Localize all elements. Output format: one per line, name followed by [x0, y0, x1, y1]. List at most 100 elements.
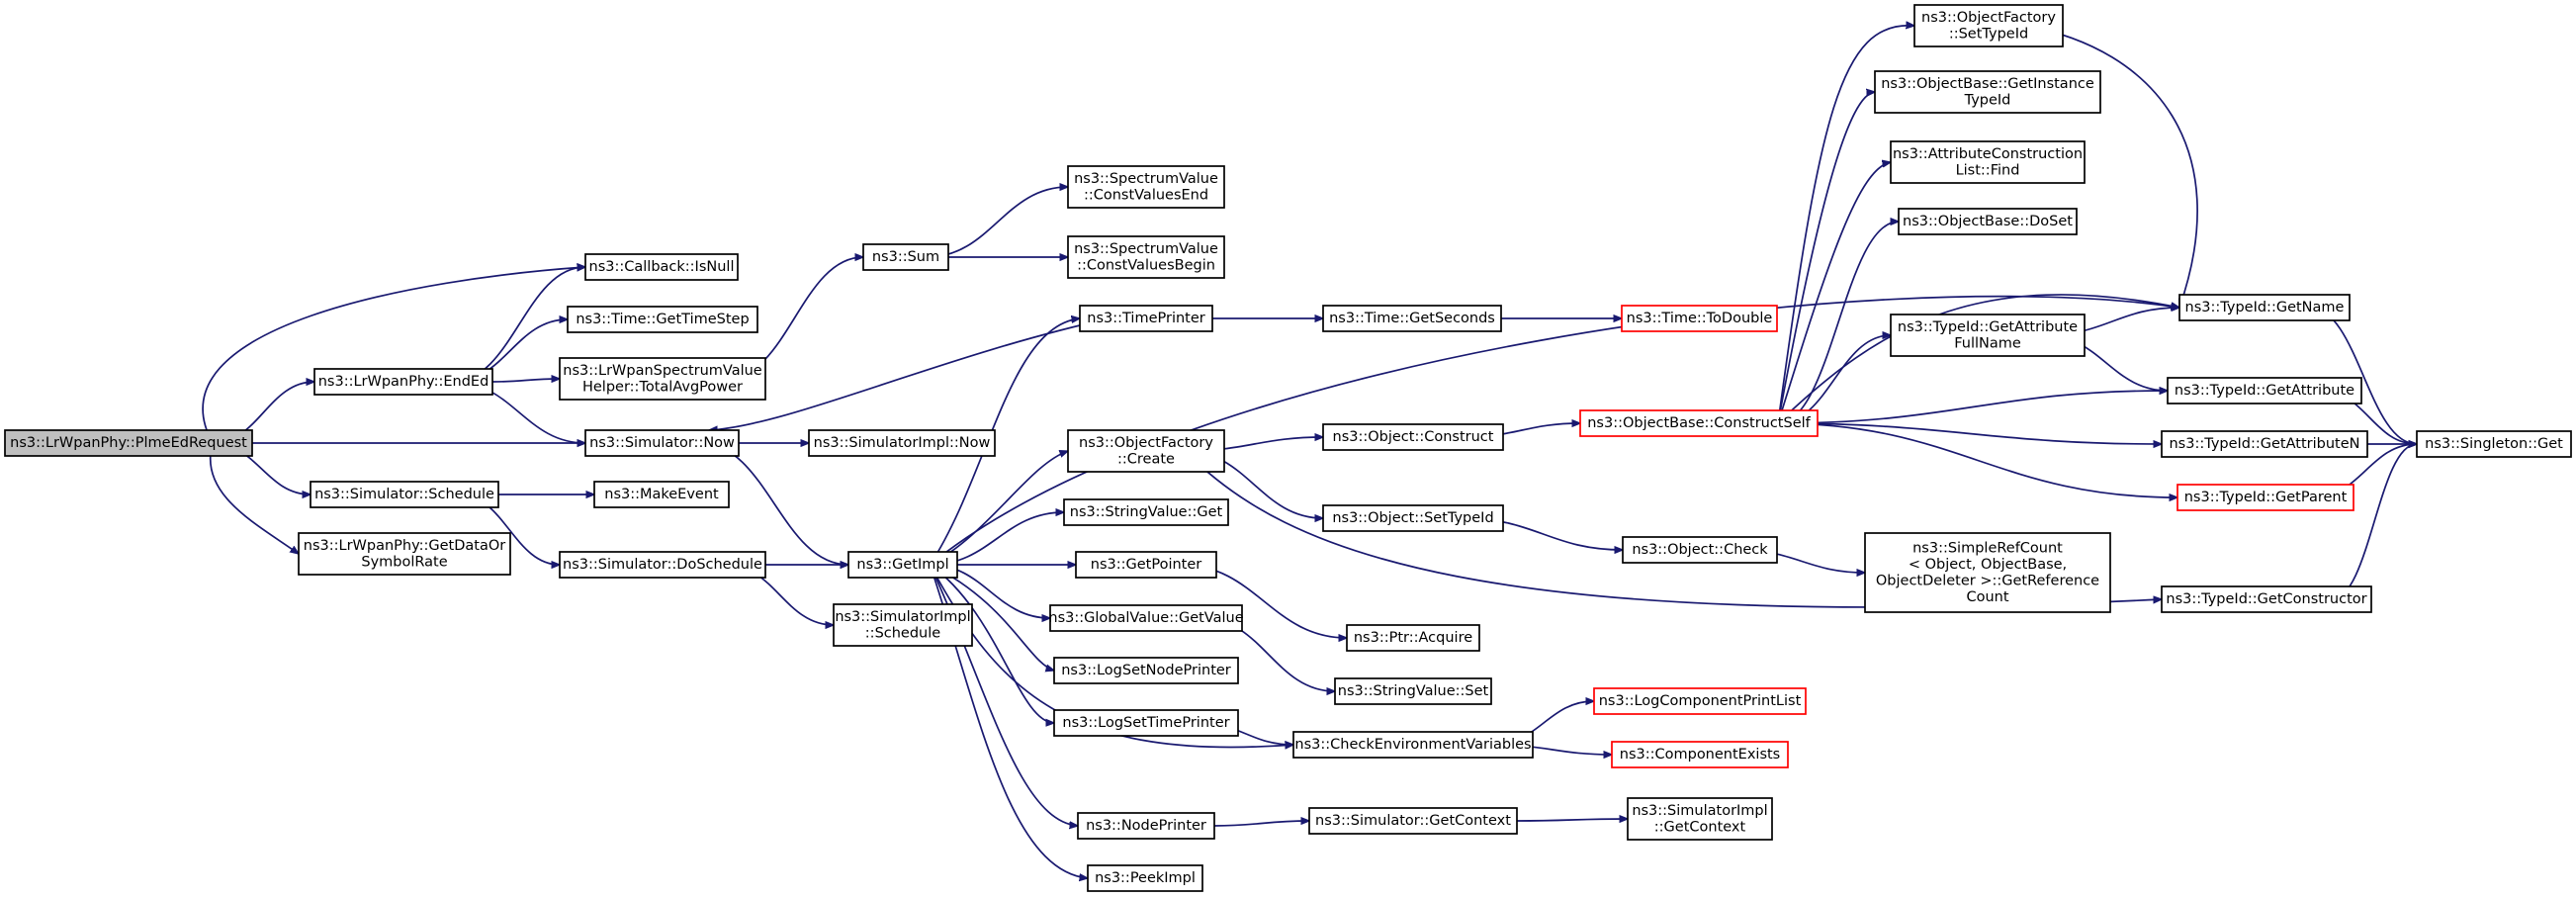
- edge-sim-getcontext-to-simimpl-getcontext: [1516, 819, 1628, 821]
- node-label: ns3::LogComponentPrintList: [1599, 693, 1802, 709]
- node-logsetnode[interactable]: ns3::LogSetNodePrinter: [1053, 657, 1239, 684]
- node-label: ns3::ObjectFactory: [1079, 435, 1213, 451]
- node-box: [2161, 585, 2372, 613]
- edge-tid-getname-to-singleton-get: [2309, 307, 2417, 444]
- node-of-create[interactable]: ns3::ObjectFactory::Create: [1067, 429, 1225, 473]
- node-label: ns3::MakeEvent: [604, 487, 719, 502]
- node-box: [1593, 687, 1807, 715]
- node-getpointer[interactable]: ns3::GetPointer: [1075, 551, 1217, 579]
- node-compexists[interactable]: ns3::ComponentExists: [1611, 741, 1789, 768]
- node-box: [310, 481, 499, 508]
- node-box: [1913, 4, 2064, 47]
- node-label: ns3::PeekImpl: [1095, 870, 1196, 886]
- node-sim-schedule[interactable]: ns3::Simulator::Schedule: [310, 481, 499, 508]
- node-simimpl-schedule[interactable]: ns3::SimulatorImpl::Schedule: [833, 603, 973, 647]
- node-label: ns3::GetPointer: [1091, 557, 1202, 573]
- node-label: ns3::StringValue::Get: [1070, 504, 1223, 520]
- node-label: FullName: [1954, 335, 2021, 351]
- edge-plme-to-getdata: [210, 442, 299, 554]
- node-box: [559, 357, 766, 401]
- node-box: [1579, 409, 1819, 437]
- node-simimpl-now[interactable]: ns3::SimulatorImpl::Now: [808, 429, 996, 457]
- node-callback-isnull[interactable]: ns3::Callback::IsNull: [584, 253, 739, 281]
- node-label: ns3::LrWpanPhy::PlmeEdRequest: [10, 435, 247, 451]
- node-tid-getctor[interactable]: ns3::TypeId::GetConstructor: [2161, 585, 2372, 613]
- node-box: [1077, 812, 1215, 840]
- node-label: ns3::Time::GetSeconds: [1329, 311, 1495, 326]
- node-label: ::Schedule: [865, 625, 940, 641]
- node-box: [1322, 305, 1502, 332]
- node-stringvalue-get[interactable]: ns3::StringValue::Get: [1063, 498, 1229, 526]
- node-sim-getcontext[interactable]: ns3::Simulator::GetContext: [1308, 807, 1518, 835]
- node-box: [298, 532, 511, 576]
- node-cve[interactable]: ns3::SpectrumValue::ConstValuesEnd: [1067, 165, 1225, 209]
- edge-getimpl-to-logsetnode: [930, 564, 1055, 671]
- node-todouble[interactable]: ns3::Time::ToDouble: [1621, 305, 1778, 332]
- node-makeevent[interactable]: ns3::MakeEvent: [593, 481, 730, 508]
- node-peekimpl[interactable]: ns3::PeekImpl: [1087, 864, 1203, 892]
- node-tid-getname[interactable]: ns3::TypeId::GetName: [2178, 294, 2351, 321]
- node-of-settypeid[interactable]: ns3::ObjectFactory::SetTypeId: [1913, 4, 2064, 47]
- node-box: [559, 551, 766, 579]
- node-cvb[interactable]: ns3::SpectrumValue::ConstValuesBegin: [1067, 235, 1225, 279]
- node-box: [1063, 498, 1229, 526]
- node-ptr-acquire[interactable]: ns3::Ptr::Acquire: [1346, 624, 1480, 652]
- node-sum[interactable]: ns3::Sum: [862, 243, 949, 271]
- node-timeprinter[interactable]: ns3::TimePrinter: [1079, 305, 1213, 332]
- node-box: [1874, 70, 2101, 114]
- node-obj-check[interactable]: ns3::Object::Check: [1622, 536, 1778, 564]
- edge-of-settypeid-to-tid-getname: [2025, 25, 2198, 308]
- node-tid-getparent[interactable]: ns3::TypeId::GetParent: [2176, 484, 2354, 511]
- node-sim-doschedule[interactable]: ns3::Simulator::DoSchedule: [559, 551, 766, 579]
- node-plme[interactable]: ns3::LrWpanPhy::PlmeEdRequest: [4, 429, 253, 457]
- node-label: ns3::ComponentExists: [1620, 747, 1781, 763]
- node-tid-getattr[interactable]: ns3::TypeId::GetAttribute: [2167, 377, 2362, 404]
- node-sim-now[interactable]: ns3::Simulator::Now: [584, 429, 740, 457]
- node-box: [2161, 430, 2368, 458]
- edge-plme-to-callback-isnull: [202, 267, 585, 444]
- node-label: ns3::ObjectFactory: [1921, 10, 2056, 26]
- node-getimpl[interactable]: ns3::GetImpl: [847, 551, 958, 579]
- node-box: [1890, 140, 2086, 184]
- node-label: ::ConstValuesEnd: [1084, 187, 1208, 203]
- edge-constructself-to-tid-getparent: [1777, 422, 2177, 497]
- node-gv-getvalue[interactable]: ns3::GlobalValue::GetValue: [1048, 604, 1244, 632]
- node-label: ns3::Time::GetTimeStep: [576, 312, 749, 327]
- node-label: ns3::Ptr::Acquire: [1354, 630, 1472, 646]
- node-box: [1075, 551, 1217, 579]
- node-box: [313, 368, 493, 396]
- node-checkenv[interactable]: ns3::CheckEnvironmentVariables: [1292, 731, 1534, 759]
- node-endEd[interactable]: ns3::LrWpanPhy::EndEd: [313, 368, 493, 396]
- node-label: ns3::SimulatorImpl::Now: [814, 435, 991, 451]
- node-tid-getattrn[interactable]: ns3::TypeId::GetAttributeN: [2161, 430, 2368, 458]
- node-label: ns3::TypeId::GetAttribute: [2175, 383, 2354, 399]
- node-singleton-get[interactable]: ns3::Singleton::Get: [2416, 430, 2572, 458]
- node-logsettime[interactable]: ns3::LogSetTimePrinter: [1053, 709, 1239, 737]
- node-label: ns3::Simulator::Schedule: [314, 487, 494, 502]
- node-getseconds[interactable]: ns3::Time::GetSeconds: [1322, 305, 1502, 332]
- node-time-getstep[interactable]: ns3::Time::GetTimeStep: [567, 306, 758, 333]
- edge-getimpl-to-of-create: [930, 451, 1069, 566]
- node-label: ns3::Object::SetTypeId: [1332, 510, 1493, 526]
- node-box: [1898, 208, 2078, 235]
- node-sv-set[interactable]: ns3::StringValue::Set: [1334, 677, 1492, 705]
- node-label: Count: [1966, 589, 2008, 605]
- node-simimpl-getcontext[interactable]: ns3::SimulatorImpl::GetContext: [1627, 797, 1773, 841]
- node-nodeprinter[interactable]: ns3::NodePrinter: [1077, 812, 1215, 840]
- node-box: [1864, 532, 2111, 613]
- node-label: ns3::LogSetNodePrinter: [1061, 663, 1231, 678]
- node-totalavg[interactable]: ns3::LrWpanSpectrumValueHelper::TotalAvg…: [559, 357, 766, 401]
- edge-nodeprinter-to-sim-getcontext: [1213, 821, 1309, 827]
- node-label: ns3::GlobalValue::GetValue: [1048, 610, 1243, 626]
- node-obj-construct[interactable]: ns3::Object::Construct: [1322, 423, 1504, 451]
- node-logprintlist[interactable]: ns3::LogComponentPrintList: [1593, 687, 1807, 715]
- node-box: [2416, 430, 2572, 458]
- node-constructself[interactable]: ns3::ObjectBase::ConstructSelf: [1579, 409, 1819, 437]
- node-srcount[interactable]: ns3::SimpleRefCount< Object, ObjectBase,…: [1864, 532, 2111, 613]
- node-obj-settypeid[interactable]: ns3::Object::SetTypeId: [1322, 504, 1504, 532]
- node-ob-doset[interactable]: ns3::ObjectBase::DoSet: [1898, 208, 2078, 235]
